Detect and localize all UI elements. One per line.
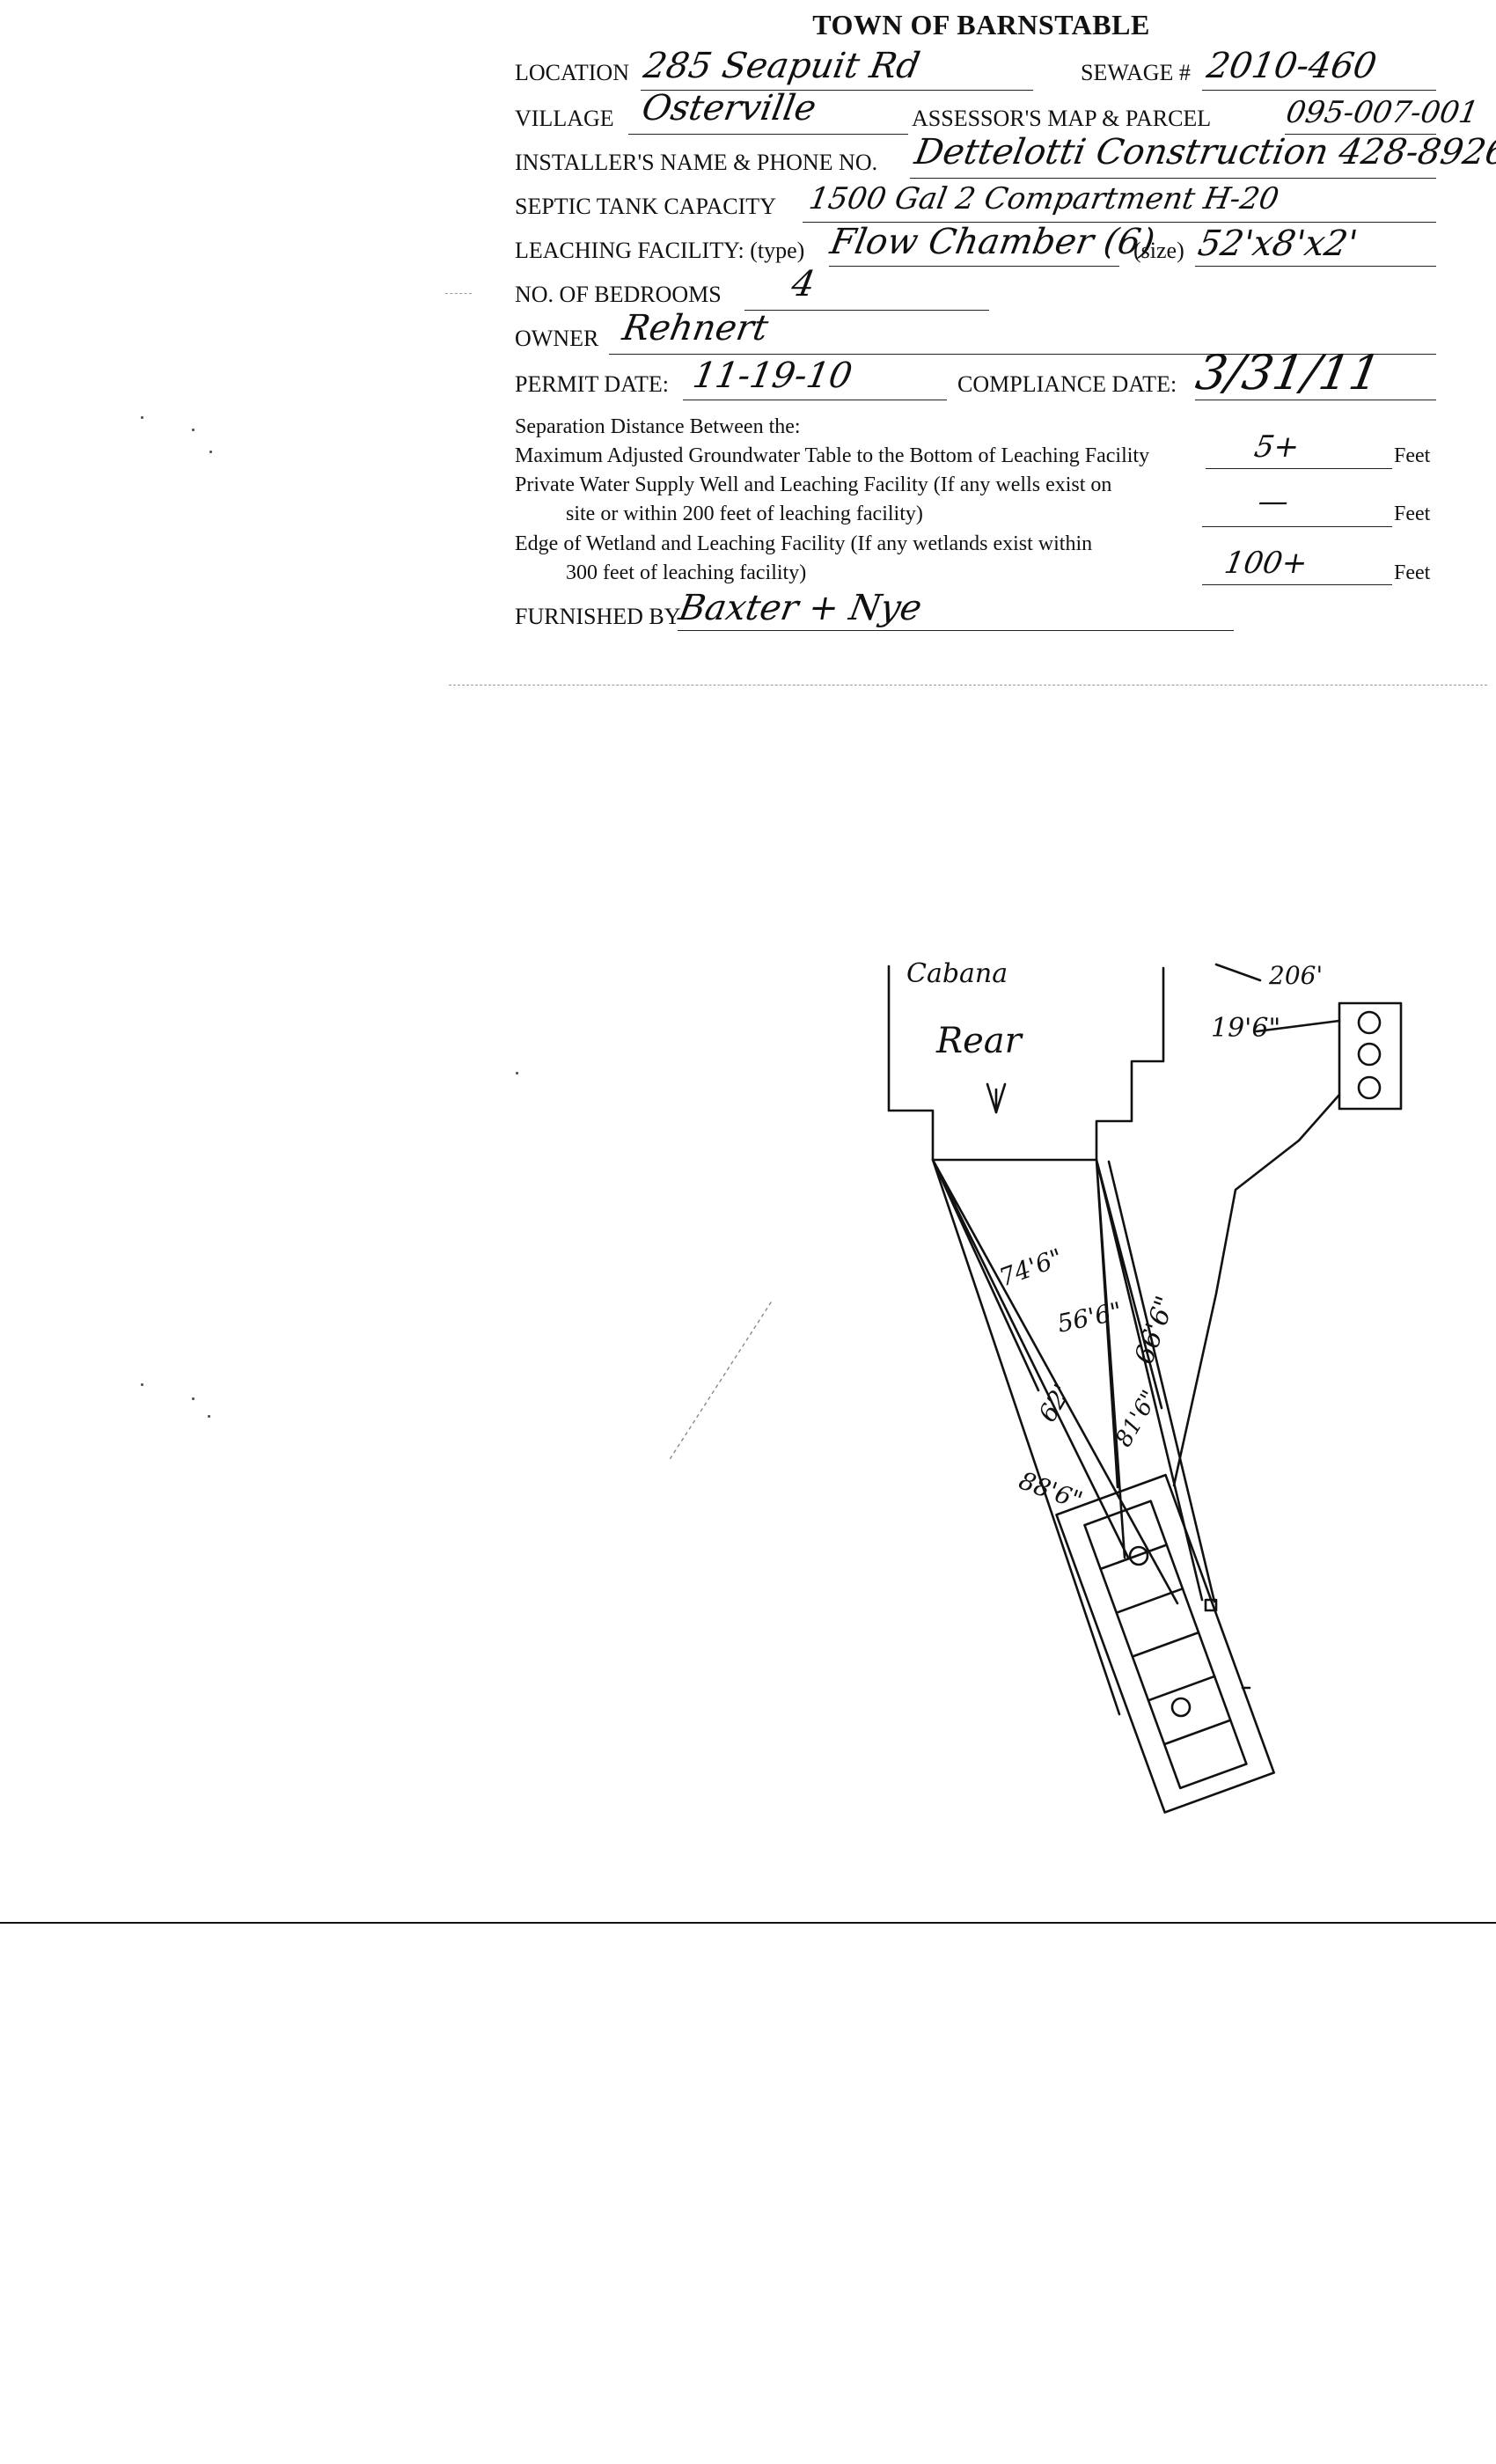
installer-underline <box>910 178 1436 179</box>
parcel-label: ASSESSOR'S MAP & PARCEL <box>912 106 1212 131</box>
separation-well-label-line1: Private Water Supply Well and Leaching F… <box>515 473 1112 496</box>
tank-access-cover <box>1357 1010 1382 1035</box>
distribution-box <box>1204 1598 1218 1612</box>
bedrooms-label: NO. OF BEDROOMS <box>515 282 722 307</box>
sewage-label: SEWAGE # <box>1081 60 1191 85</box>
separation-groundwater-label: Maximum Adjusted Groundwater Table to th… <box>515 444 1150 467</box>
septic-tank <box>1338 1001 1403 1111</box>
leaching-inspection-port <box>1128 1545 1149 1566</box>
scan-speck <box>208 1415 210 1418</box>
dim-816: 81'6" <box>1111 1386 1163 1452</box>
separation-groundwater-underline <box>1206 468 1392 469</box>
owner-label: OWNER <box>515 326 599 351</box>
distribution-line <box>1172 1093 1341 1487</box>
tie-line <box>931 1158 1216 1605</box>
sewage-underline <box>1202 90 1436 91</box>
feet-unit-3: Feet <box>1394 561 1431 584</box>
property-line <box>1214 963 1262 982</box>
dim-196: 19'6" <box>1211 1013 1280 1044</box>
furnished-underline <box>678 630 1234 631</box>
separation-wetland-label-line2: 300 feet of leaching facility) <box>566 561 807 584</box>
feet-unit-1: Feet <box>1394 444 1431 467</box>
scan-artifact-line <box>449 685 1487 686</box>
dim-62: 62' <box>1032 1379 1076 1426</box>
compliance-label: COMPLIANCE DATE: <box>957 371 1177 397</box>
tank-label: SEPTIC TANK CAPACITY <box>515 194 776 219</box>
scan-speck <box>192 1397 194 1400</box>
village-underline <box>628 134 908 135</box>
tank-access-cover <box>1357 1075 1382 1100</box>
leaching-field <box>1055 1473 1275 1814</box>
separation-well-underline <box>1202 526 1392 527</box>
dim-746: 74'6" <box>995 1243 1067 1292</box>
installer-label: INSTALLER'S NAME & PHONE NO. <box>515 150 878 175</box>
bedrooms-underline <box>744 310 989 311</box>
separation-wetland-underline <box>1202 584 1392 585</box>
tank-underline <box>803 222 1436 223</box>
document-title: TOWN OF BARNSTABLE <box>812 9 1150 40</box>
separation-heading: Separation Distance Between the: <box>515 415 801 438</box>
scan-speck <box>141 1383 143 1386</box>
dim-566: 56'6" <box>1055 1296 1125 1338</box>
scan-artifact-line <box>445 293 472 294</box>
feet-unit-2: Feet <box>1394 502 1431 525</box>
separation-wetland-label-line1: Edge of Wetland and Leaching Facility (I… <box>515 532 1093 555</box>
rear-label: Rear <box>935 1021 1024 1061</box>
tank-tie-line <box>1255 1019 1341 1033</box>
tank-access-cover <box>1357 1042 1382 1067</box>
leaching-inspection-port <box>1170 1697 1192 1718</box>
page-rule <box>0 1922 1496 1924</box>
leach-type-label: LEACHING FACILITY: (type) <box>515 238 805 263</box>
cabana-label: Cabana <box>906 958 1008 989</box>
location-underline <box>641 90 1033 91</box>
faint-line <box>668 1302 772 1462</box>
permit-label: PERMIT DATE: <box>515 371 670 397</box>
scan-speck <box>141 416 143 419</box>
scan-speck <box>516 1072 518 1074</box>
scan-speck <box>209 451 212 453</box>
parcel-underline <box>1285 134 1436 135</box>
house-outline <box>887 964 1165 1162</box>
scan-speck <box>192 429 194 431</box>
village-label: VILLAGE <box>515 106 614 131</box>
leach-type-underline <box>829 266 1119 267</box>
leach-size-underline <box>1195 266 1436 267</box>
tie-line <box>931 1158 1121 1716</box>
leach-size-label: (size) <box>1133 238 1184 263</box>
separation-well-label-line2: site or within 200 feet of leaching faci… <box>566 502 923 525</box>
owner-underline <box>609 354 1436 355</box>
location-label: LOCATION <box>515 60 629 85</box>
dim-206: 206' <box>1268 961 1323 990</box>
furnished-label: FURNISHED BY <box>515 604 681 629</box>
rear-arrow-glyph: ↓ <box>0 0 1 1</box>
